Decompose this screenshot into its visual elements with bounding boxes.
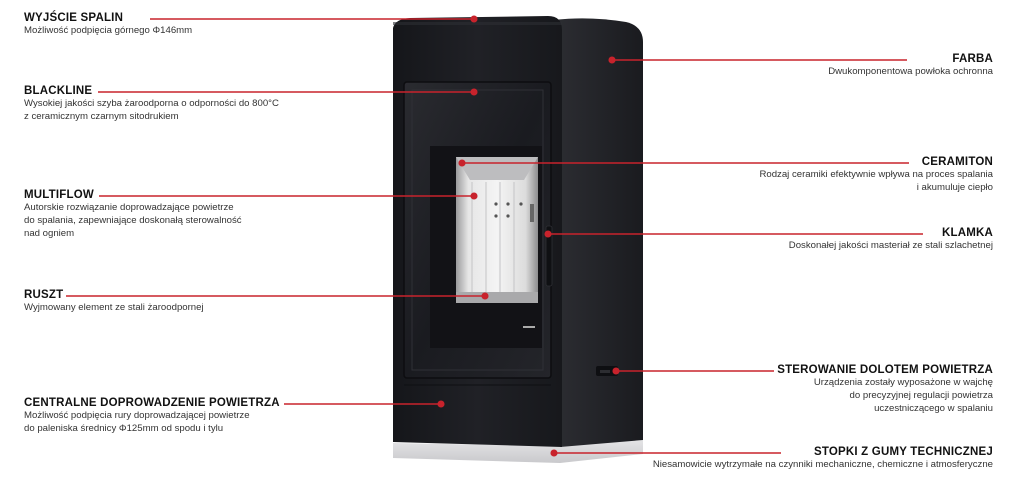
callout-desc-line: uczestniczącego w spalaniu: [874, 403, 993, 414]
callout-desc-line: Możliwość podpięcia górnego Φ146mm: [24, 25, 193, 36]
door-handle: [545, 225, 553, 287]
callout-title: WYJŚCIE SPALIN: [24, 12, 124, 24]
callout-ceramiton: CERAMITON Rodzaj ceramiki efektywnie wpł…: [759, 156, 993, 194]
air-control-slot: [596, 366, 618, 376]
callout-centralne: CENTRALNE DOPROWADZENIE POWIETRZA Możliw…: [24, 397, 280, 435]
callout-desc-line: Urządzenia zostały wyposażone w wajchę: [813, 377, 993, 388]
callout-title: BLACKLINE: [24, 85, 93, 97]
stove-base: [393, 440, 643, 463]
callout-desc-line: Wysokiej jakości szyba żaroodporna o odp…: [24, 98, 279, 109]
callout-desc-line: Wyjmowany element ze stali żaroodpornej: [24, 302, 204, 313]
callout-desc-line: i akumuluje ciepło: [916, 182, 993, 193]
callout-desc-line: Możliwość podpięcia rury doprowadzającej…: [24, 410, 250, 421]
leader-lines: [66, 15, 923, 457]
callout-desc-line: Rodzaj ceramiki efektywnie wpływa na pro…: [759, 169, 993, 180]
stove-side-panel: [555, 18, 643, 448]
callout-stopki: STOPKI Z GUMY TECHNICZNEJ Niesamowicie w…: [653, 446, 993, 471]
callout-blackline: BLACKLINE Wysokiej jakości szyba żaroodp…: [24, 85, 279, 123]
callout-desc-line: do spalania, zapewniające doskonałą ster…: [24, 215, 242, 226]
callout-title: KLAMKA: [941, 227, 993, 239]
callout-title: CERAMITON: [921, 156, 993, 168]
callout-title: STEROWANIE DOLOTEM POWIETRZA: [777, 364, 993, 376]
callout-desc-line: do precyzyjnej regulacji powietrza: [849, 390, 993, 401]
callout-ruszt: RUSZT Wyjmowany element ze stali żaroodp…: [24, 289, 204, 314]
callout-desc-line: z ceramicznym czarnym sitodrukiem: [24, 111, 179, 122]
callout-title: RUSZT: [24, 289, 64, 301]
callout-desc-line: Niesamowicie wytrzymałe na czynniki mech…: [652, 459, 993, 470]
callout-wyjscie-spalin: WYJŚCIE SPALIN Możliwość podpięcia górne…: [24, 12, 192, 37]
callout-desc-line: do paleniska średnicy Φ125mm od spodu i …: [24, 423, 224, 434]
callout-title: MULTIFLOW: [24, 189, 94, 201]
callout-multiflow: MULTIFLOW Autorskie rozwiązanie doprowad…: [24, 189, 242, 240]
callout-desc-line: Autorskie rozwiązanie doprowadzające pow…: [24, 202, 234, 213]
callout-klamka: KLAMKA Doskonałej jakości masteriał ze s…: [789, 227, 993, 252]
callout-title: CENTRALNE DOPROWADZENIE POWIETRZA: [24, 397, 280, 409]
callout-desc-line: nad ogniem: [24, 228, 75, 239]
callout-title: FARBA: [952, 53, 993, 65]
callout-farba: FARBA Dwukomponentowa powłoka ochronna: [828, 53, 993, 78]
callout-desc-line: Doskonałej jakości masteriał ze stali sz…: [788, 240, 993, 251]
callout-sterowanie: STEROWANIE DOLOTEM POWIETRZA Urządzenia …: [777, 364, 993, 415]
firebox-window: [430, 146, 542, 348]
callout-title: STOPKI Z GUMY TECHNICZNEJ: [813, 446, 993, 458]
callout-desc-line: Dwukomponentowa powłoka ochronna: [828, 66, 993, 77]
